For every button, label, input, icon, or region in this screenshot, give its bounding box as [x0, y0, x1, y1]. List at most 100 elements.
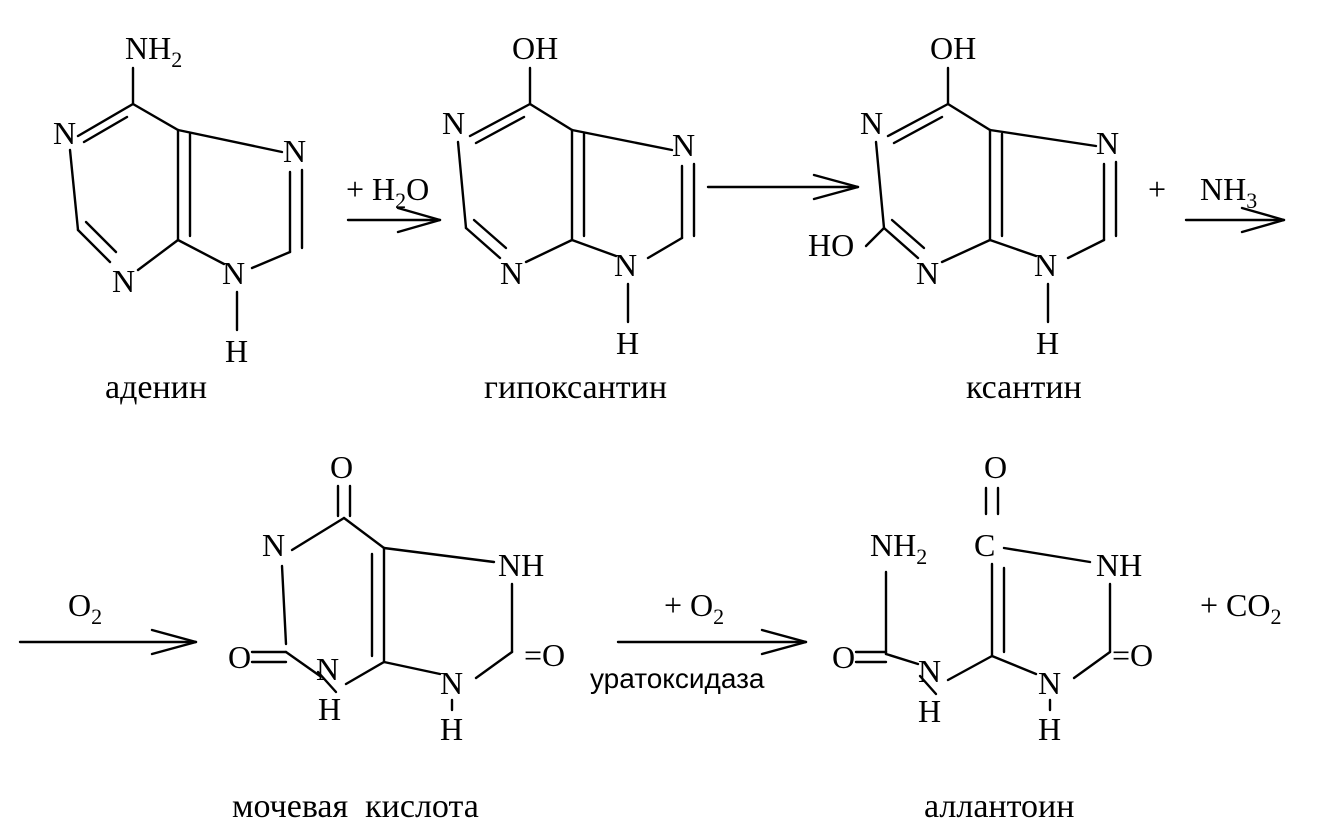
- xanthine-bond-c2-ho: [864, 226, 886, 248]
- allantoin-n-left: N: [918, 653, 941, 689]
- adenine-nh2-group: NH2: [125, 30, 182, 72]
- step4-reagent: O2: [68, 587, 102, 629]
- uric-acid-bond-c6-n1: [290, 516, 346, 552]
- reaction-arrow-2: [706, 173, 860, 201]
- allantoin-label: аллантоин: [924, 788, 1074, 825]
- uric-acid-n1: N: [262, 527, 285, 563]
- uric-acid-bond-n3-c4: [344, 660, 386, 686]
- uric-acid-bond-c2-n3: [284, 650, 322, 678]
- adenine-bond-c8-n9: [250, 250, 292, 270]
- adenine-bond-c2-n3: [76, 228, 112, 264]
- xanthine-ho-group: HO: [808, 227, 854, 263]
- adenine-bond-n3-c4: [136, 238, 180, 272]
- hypoxanthine-bond-c2-n3: [464, 226, 502, 260]
- allantoin-bond-c-nh: [1002, 546, 1092, 564]
- xanthine-double-c2-n3: [890, 218, 926, 250]
- adenine-bond-n1-c2: [68, 148, 80, 232]
- allantoin-nh-ring: NH: [1096, 547, 1142, 583]
- uric-acid-bond-n3-h: [316, 670, 338, 694]
- uric-acid-o6: O: [330, 449, 353, 485]
- uric-acid-bond-c6-c5: [342, 516, 386, 550]
- adenine-bond-c5-n7: [176, 128, 284, 154]
- uric-acid-n9: N: [440, 665, 463, 701]
- adenine-bond-n9-c4: [176, 238, 226, 266]
- step5-enzyme: уратоксидаза: [590, 663, 765, 694]
- uric-acid-nh7: NH: [498, 547, 544, 583]
- allantoin-bond-n-co: [884, 652, 920, 666]
- uric-acid-structure: O N O N H NH =O N H: [228, 449, 565, 747]
- xanthine-h9: H: [1036, 325, 1059, 361]
- allantoin-h-left: H: [918, 693, 941, 729]
- allantoin-bond-n-c4: [990, 654, 1038, 676]
- hypoxanthine-bond-n9-c4: [570, 238, 618, 258]
- reaction-arrow-3: [1184, 206, 1286, 234]
- uric-acid-label: мочевая кислота: [232, 788, 479, 825]
- reaction-arrow-1: [346, 206, 442, 234]
- allantoin-bond-nleft-h: [918, 674, 938, 696]
- allantoin-bond-c4-n: [946, 654, 994, 682]
- adenine-bond-c6-n1: [76, 102, 135, 138]
- adenine-n1: N: [53, 115, 76, 151]
- hypoxanthine-double-c6-n1: [474, 115, 526, 145]
- byproduct-co2: + CO2: [1200, 587, 1282, 629]
- hypoxanthine-n3: N: [500, 255, 523, 291]
- allantoin-o-top: O: [984, 449, 1007, 485]
- step5-reagent: + O2: [664, 587, 724, 629]
- hypoxanthine-label: гипоксантин: [484, 369, 667, 406]
- uric-acid-o8: =O: [524, 637, 565, 673]
- hypoxanthine-n9: N: [614, 247, 637, 283]
- xanthine-double-c6-n1: [892, 115, 944, 145]
- xanthine-bond-n1-c2: [874, 140, 886, 230]
- xanthine-oh-group: OH: [930, 30, 976, 66]
- adenine-structure: NH2 N N N N H: [53, 30, 306, 369]
- adenine-n9: N: [222, 255, 245, 291]
- allantoin-nh2-group: NH2: [870, 527, 927, 569]
- adenine-bond-c6-c5: [131, 102, 180, 132]
- step3-plus: +: [1148, 171, 1166, 207]
- allantoin-bond-c-n: [1072, 650, 1112, 680]
- xanthine-n1: N: [860, 105, 883, 141]
- xanthine-bond-c5-n7: [988, 128, 1098, 148]
- adenine-n3: N: [112, 263, 135, 299]
- xanthine-bond-c2-n3: [882, 226, 920, 260]
- allantoin-c: C: [974, 527, 995, 563]
- hypoxanthine-bond-n1-c2: [456, 140, 468, 230]
- allantoin-n-bottom: N: [1038, 665, 1061, 701]
- xanthine-bond-c6-n1: [886, 102, 950, 138]
- adenine-double-c2-n3: [84, 220, 118, 254]
- uric-acid-bond-c5-n7: [382, 546, 496, 564]
- hypoxanthine-bond-c6-c5: [528, 102, 574, 132]
- allantoin-o-left: O: [832, 639, 855, 675]
- hypoxanthine-bond-n3-c4: [524, 238, 574, 264]
- step1-reagent: + H2O: [346, 171, 429, 213]
- uric-acid-n3: N: [316, 651, 339, 687]
- xanthine-bond-n3-c4: [940, 238, 992, 264]
- allantoin-h-bottom: H: [1038, 711, 1061, 747]
- uric-acid-h3: H: [318, 691, 341, 727]
- step3-product: NH3: [1200, 171, 1257, 213]
- uric-acid-bond-n1-c2: [280, 564, 288, 646]
- reaction-arrow-5: [616, 628, 808, 656]
- hypoxanthine-oh-group: OH: [512, 30, 558, 66]
- hypoxanthine-h9: H: [616, 325, 639, 361]
- adenine-h9: H: [225, 333, 248, 369]
- hypoxanthine-n7: N: [672, 127, 695, 163]
- xanthine-n7: N: [1096, 125, 1119, 161]
- hypoxanthine-bond-c5-n7: [570, 128, 674, 152]
- uric-acid-o2: O: [228, 639, 251, 675]
- xanthine-structure: OH N HO N N N H: [808, 30, 1119, 361]
- adenine-n7: N: [283, 133, 306, 169]
- hypoxanthine-structure: OH N N N N H: [442, 30, 696, 361]
- allantoin-structure: O C NH2 NH =O N H N H O: [832, 449, 1153, 747]
- adenine-label: аденин: [105, 369, 207, 406]
- uric-acid-bond-c8-n9: [474, 650, 514, 680]
- reaction-arrow-4: [18, 628, 198, 656]
- xanthine-bond-n9-c4: [988, 238, 1038, 258]
- xanthine-label: ксантин: [966, 369, 1082, 406]
- hypoxanthine-n1: N: [442, 105, 465, 141]
- xanthine-n3: N: [916, 255, 939, 291]
- uric-acid-h9: H: [440, 711, 463, 747]
- allantoin-o-right: =O: [1112, 637, 1153, 673]
- hypoxanthine-double-c2-n3: [472, 218, 508, 250]
